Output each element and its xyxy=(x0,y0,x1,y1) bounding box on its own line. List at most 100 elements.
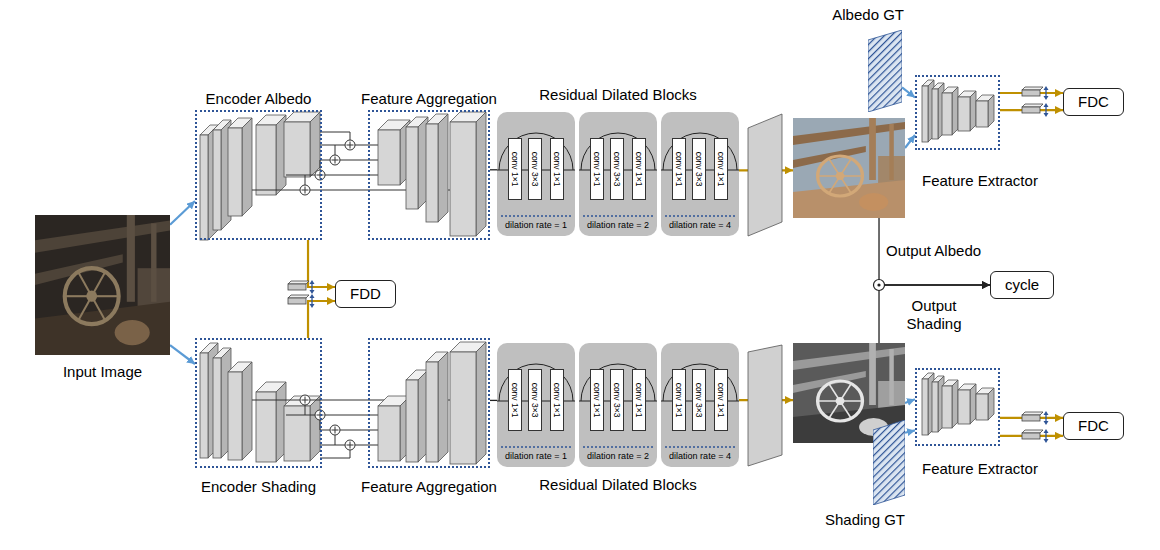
layer-front xyxy=(976,101,988,127)
dotted-rule xyxy=(665,215,735,217)
connector xyxy=(170,201,195,225)
conv-layer: conv 3×3 xyxy=(692,138,706,200)
box-label: FDC xyxy=(1078,413,1109,439)
layer-front xyxy=(256,392,276,462)
module-group: Encoder Shading xyxy=(195,338,322,468)
scene-beam xyxy=(793,122,905,145)
photo xyxy=(793,118,905,218)
skip-wire xyxy=(305,405,306,415)
layer-front xyxy=(922,86,928,142)
residual-block: dilation rate = 4conv 1×1conv 3×3conv 1×… xyxy=(661,343,739,467)
sum-node xyxy=(330,155,340,165)
conv-layer: conv 1×1 xyxy=(590,369,604,431)
loss-box: FDD xyxy=(335,280,396,308)
double-arrow-heads xyxy=(310,294,315,308)
conv-layer: conv 1×1 xyxy=(590,138,604,200)
section-title: Residual Dilated Blocks xyxy=(539,86,697,104)
conv-layer: conv 1×1 xyxy=(714,369,728,431)
layer-front xyxy=(200,135,208,240)
dilation-label: dilation rate = 1 xyxy=(505,220,567,231)
connector xyxy=(902,87,915,97)
sum-cross xyxy=(347,142,354,149)
layer-side xyxy=(476,112,486,236)
module-group: Encoder Albedo xyxy=(195,110,322,240)
ground-truth-map: Shading GT xyxy=(873,420,905,505)
layer-front xyxy=(213,358,221,458)
feature-vector xyxy=(288,284,306,290)
module-title: Encoder Shading xyxy=(201,478,316,496)
module-title: Encoder Albedo xyxy=(206,90,312,108)
layer-side xyxy=(242,118,252,216)
double-arrow-heads xyxy=(1044,429,1049,443)
scene-hub xyxy=(836,172,845,180)
box-label: FDD xyxy=(350,281,381,307)
skip-wire xyxy=(335,435,336,445)
loss-box: FDC xyxy=(1063,88,1124,116)
sum-cross xyxy=(347,442,354,449)
layer-label: conv 3×3 xyxy=(694,383,704,418)
sum-cross xyxy=(302,397,309,404)
layer-label: conv 1×1 xyxy=(716,152,726,187)
dotted-rule xyxy=(583,446,653,448)
layer-front xyxy=(958,97,970,131)
layer-label: conv 1×1 xyxy=(634,383,644,418)
double-arrow-heads xyxy=(1044,411,1049,425)
connector xyxy=(905,399,915,403)
panel-caption: Output Shading xyxy=(901,297,967,333)
layer-side xyxy=(476,342,486,464)
dilation-label: dilation rate = 1 xyxy=(505,451,567,462)
layer-front xyxy=(450,122,476,236)
module-group: Feature Extractor xyxy=(915,368,1000,446)
loss-box: FDC xyxy=(1063,412,1124,440)
photo-panel: Input Image xyxy=(35,215,170,355)
layer-side xyxy=(438,114,448,222)
layer-side xyxy=(988,388,994,420)
layer-front xyxy=(932,89,938,139)
conv-layer: conv 1×1 xyxy=(508,369,522,431)
scene-figure xyxy=(115,320,150,345)
residual-block: dilation rate = 2conv 1×1conv 3×3conv 1×… xyxy=(579,343,657,467)
layer-front xyxy=(378,406,400,461)
connector xyxy=(905,135,915,148)
panel-caption: Albedo GT xyxy=(832,6,904,24)
layer-front xyxy=(932,382,938,432)
module-group: Feature Aggregation xyxy=(368,110,490,240)
scene-wheel xyxy=(65,268,119,324)
double-arrow-heads xyxy=(1044,103,1049,117)
dotted-rule xyxy=(501,215,571,217)
conv-layer: conv 1×1 xyxy=(632,369,646,431)
scene-post xyxy=(127,215,135,302)
layer-label: conv 3×3 xyxy=(612,152,622,187)
connector xyxy=(879,285,990,343)
scene-hub xyxy=(836,397,845,405)
product-node xyxy=(874,280,885,291)
dotted-rule xyxy=(501,446,571,448)
layer-front xyxy=(228,128,242,216)
double-arrow-heads xyxy=(1044,86,1049,100)
scene-post xyxy=(869,343,876,405)
layer-label: conv 3×3 xyxy=(612,383,622,418)
feature-vector xyxy=(1022,433,1040,439)
layer-front xyxy=(942,386,952,428)
conv-layer: conv 1×1 xyxy=(714,138,728,200)
scene-floor xyxy=(35,302,170,355)
residual-block: dilation rate = 2conv 1×1conv 3×3conv 1×… xyxy=(579,112,657,236)
conv-layer: conv 3×3 xyxy=(610,138,624,200)
feature-vector-top xyxy=(288,281,309,284)
layer-front xyxy=(284,406,310,461)
conv-layer: conv 3×3 xyxy=(528,369,542,431)
conv-layer: conv 3×3 xyxy=(528,138,542,200)
layer-front xyxy=(922,379,928,435)
connector xyxy=(490,169,497,170)
ground-truth-shape xyxy=(873,420,905,505)
layer-front xyxy=(450,352,476,464)
output-layer xyxy=(748,345,782,466)
ground-truth-slab xyxy=(873,420,905,505)
conv-layer: conv 1×1 xyxy=(508,138,522,200)
ground-truth-map: Albedo GT xyxy=(868,30,902,112)
scene-figure xyxy=(859,193,888,211)
scene-hub xyxy=(86,291,97,302)
scene-ground xyxy=(35,215,170,355)
